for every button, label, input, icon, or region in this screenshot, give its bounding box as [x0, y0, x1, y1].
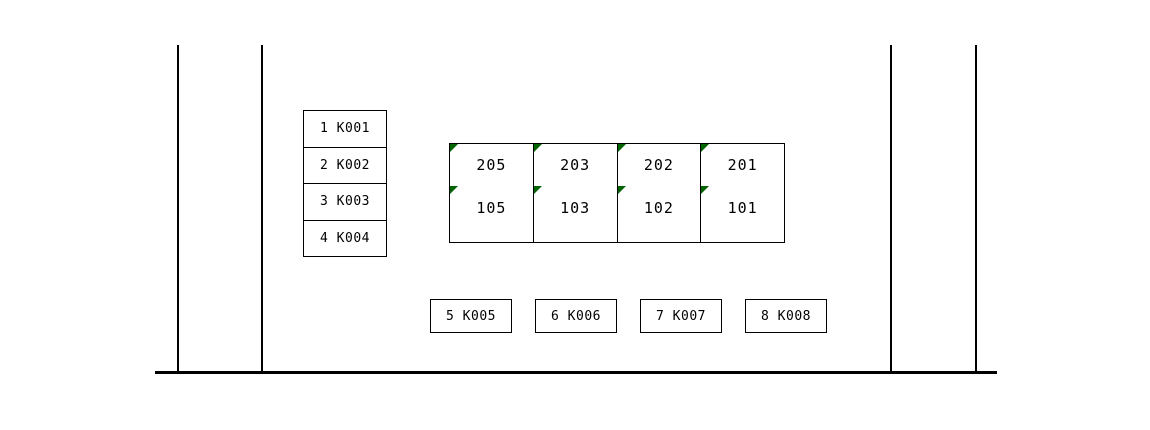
room-cell-103[interactable]: 103 — [533, 186, 617, 231]
room-number-label: 205 — [476, 155, 507, 174]
room-number-label: 103 — [560, 199, 591, 217]
room-column-1: 205 105 — [450, 144, 534, 242]
room-cell-102[interactable]: 102 — [617, 186, 701, 231]
k-unit-label: 2 K002 — [320, 157, 370, 173]
corner-flag-icon — [701, 186, 710, 194]
k-unit-k005[interactable]: 5 K005 — [430, 299, 512, 333]
k-unit-label: 4 K004 — [320, 230, 370, 246]
room-grid[interactable]: 205 105 203 103 202 102 201 101 — [449, 143, 785, 243]
room-number-label: 201 — [727, 155, 758, 174]
corner-flag-icon — [617, 186, 626, 194]
k-unit-k007[interactable]: 7 K007 — [640, 299, 722, 333]
k-unit-k002[interactable]: 2 K002 — [304, 148, 386, 184]
corner-flag-icon — [617, 144, 626, 152]
room-cell-105[interactable]: 105 — [450, 186, 533, 231]
k-unit-label: 8 K008 — [761, 308, 811, 324]
room-cell-202[interactable]: 202 — [617, 144, 701, 186]
room-cell-203[interactable]: 203 — [533, 144, 617, 186]
room-number-label: 202 — [643, 155, 674, 174]
room-number-label: 101 — [727, 199, 758, 217]
corner-flag-icon — [450, 186, 458, 194]
k-unit-label: 7 K007 — [656, 308, 706, 324]
k-unit-stack[interactable]: 1 K001 2 K002 3 K003 4 K004 — [303, 110, 387, 257]
k-unit-k006[interactable]: 6 K006 — [535, 299, 617, 333]
room-number-label: 102 — [643, 199, 674, 217]
wall-line-1 — [177, 45, 179, 373]
k-unit-label: 1 K001 — [320, 121, 370, 137]
room-column-3: 202 102 — [617, 144, 702, 242]
room-number-label: 203 — [560, 155, 591, 174]
k-unit-k008[interactable]: 8 K008 — [745, 299, 827, 333]
k-unit-label: 5 K005 — [446, 308, 496, 324]
corner-flag-icon — [533, 186, 542, 194]
wall-line-4 — [975, 45, 977, 373]
wall-line-3 — [890, 45, 892, 373]
room-cell-201[interactable]: 201 — [701, 144, 784, 186]
k-unit-k001[interactable]: 1 K001 — [304, 111, 386, 148]
room-column-2: 203 103 — [533, 144, 618, 242]
room-cell-205[interactable]: 205 — [450, 144, 533, 186]
k-unit-k003[interactable]: 3 K003 — [304, 184, 386, 221]
room-column-4: 201 101 — [701, 144, 784, 242]
k-unit-label: 6 K006 — [551, 308, 601, 324]
corner-flag-icon — [533, 144, 542, 152]
corner-flag-icon — [701, 144, 710, 152]
room-cell-101[interactable]: 101 — [701, 186, 784, 231]
k-unit-k004[interactable]: 4 K004 — [304, 221, 386, 257]
base-line — [155, 371, 997, 374]
k-unit-label: 3 K003 — [320, 194, 370, 210]
room-number-label: 105 — [476, 199, 507, 217]
corner-flag-icon — [450, 144, 458, 152]
wall-line-2 — [261, 45, 263, 373]
